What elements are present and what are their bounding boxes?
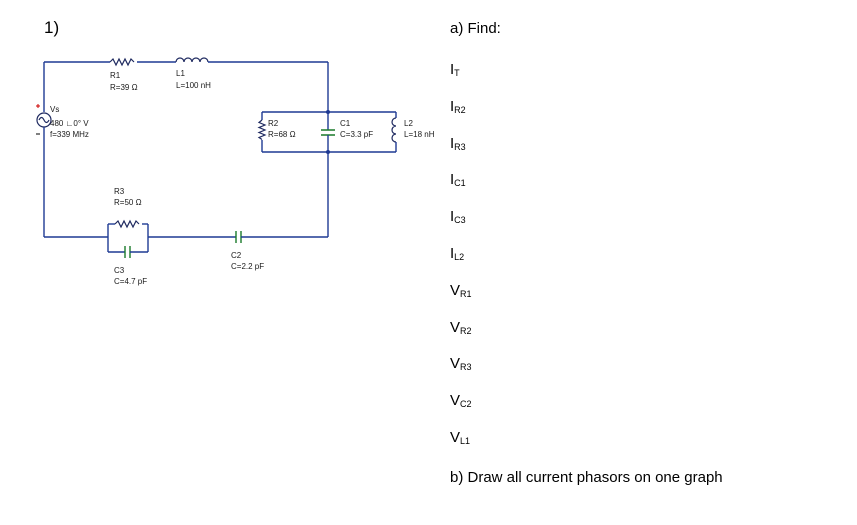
- quantity-item: IR2: [450, 98, 466, 115]
- quantity-symbol: I: [450, 245, 455, 262]
- quantity-item: VR2: [450, 319, 472, 336]
- c1-label: C1: [340, 119, 351, 128]
- capacitor-c3: [124, 246, 131, 258]
- l2-label: L2: [404, 119, 413, 128]
- quantity-symbol: V: [450, 281, 461, 299]
- r3-label: R3: [114, 187, 125, 196]
- part-b-heading: b) Draw all current phasors on one graph: [450, 469, 723, 486]
- problem-number: 1): [44, 18, 60, 37]
- quantity-subscript: C2: [460, 399, 472, 410]
- c3-value: C=4.7 pF: [114, 277, 147, 286]
- quantity-item: IL2: [450, 245, 464, 262]
- circuit-diagram: R1 R=39 Ω L1 L=100 nH Vs 480 ∟0° V f=339…: [36, 57, 435, 286]
- quantity-subscript: R2: [460, 325, 472, 336]
- quantity-symbol: V: [450, 318, 461, 336]
- source-plus-icon: [36, 104, 40, 108]
- part-a-heading: a) Find:: [450, 20, 501, 37]
- c1-value: C=3.3 pF: [340, 130, 373, 139]
- quantity-subscript: R3: [454, 141, 466, 152]
- quantity-subscript: C3: [454, 215, 466, 226]
- quantity-subscript: L1: [460, 436, 471, 446]
- capacitor-c2: [235, 231, 242, 243]
- quantity-symbol: V: [450, 392, 461, 410]
- source-frequency: f=339 MHz: [50, 130, 89, 139]
- quantity-symbol: I: [450, 97, 455, 115]
- quantity-symbol: I: [450, 208, 455, 226]
- r3-value: R=50 Ω: [114, 198, 142, 207]
- quantity-subscript: R3: [460, 362, 472, 373]
- capacitor-c1: [321, 129, 335, 136]
- quantity-item: IT: [450, 61, 460, 78]
- quantity-subscript: T: [454, 68, 460, 78]
- quantity-item: VL1: [450, 429, 470, 446]
- quantity-symbol: V: [450, 429, 461, 446]
- quantity-symbol: I: [450, 134, 455, 152]
- quantity-item: VR1: [450, 282, 472, 299]
- r2-label: R2: [268, 119, 279, 128]
- resistor-r3: [114, 219, 140, 229]
- inductor-l2: [391, 117, 397, 143]
- quantity-item: VC2: [450, 392, 472, 409]
- c3-label: C3: [114, 266, 125, 275]
- quantity-symbol: I: [450, 61, 455, 78]
- source-value: 480 ∟0° V: [50, 119, 89, 128]
- resistor-r2: [257, 119, 267, 140]
- c2-value: C=2.2 pF: [231, 262, 264, 271]
- quantity-subscript: R2: [454, 104, 466, 115]
- l1-label: L1: [176, 69, 185, 78]
- resistor-r1: [109, 57, 135, 67]
- inductor-l1: [175, 57, 209, 63]
- quantity-symbol: V: [450, 355, 461, 373]
- source-sine-icon: [38, 116, 50, 124]
- r1-label: R1: [110, 71, 121, 80]
- l2-value: L=18 nH: [404, 130, 435, 139]
- c2-label: C2: [231, 251, 242, 260]
- r2-value: R=68 Ω: [268, 130, 296, 139]
- r1-value: R=39 Ω: [110, 83, 138, 92]
- quantity-subscript: R1: [460, 288, 472, 299]
- quantity-subscript: C1: [454, 178, 466, 189]
- quantity-item: VR3: [450, 355, 472, 372]
- quantity-item: IC3: [450, 208, 466, 225]
- quantity-subscript: L2: [454, 252, 465, 262]
- quantity-symbol: I: [450, 171, 455, 189]
- l1-value: L=100 nH: [176, 81, 211, 90]
- quantity-item: IC1: [450, 171, 466, 188]
- quantity-item: IR3: [450, 135, 466, 152]
- source-name: Vs: [50, 105, 59, 114]
